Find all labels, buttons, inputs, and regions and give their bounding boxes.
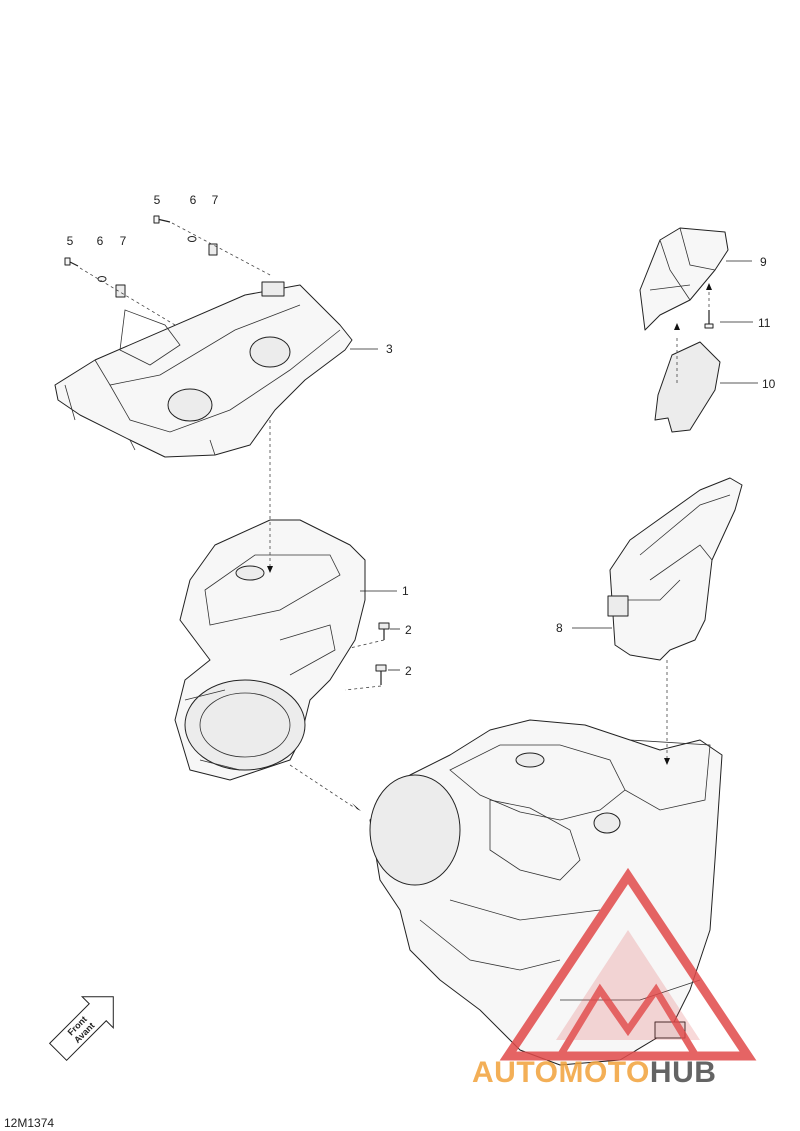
part-1-fan-housing (174, 519, 366, 781)
callout-10: 10 (762, 377, 776, 391)
screw-icon (153, 215, 171, 224)
watermark-logo-icon (499, 867, 757, 1061)
part-3-upper-cover (54, 281, 353, 458)
part-9-small-cover (639, 227, 729, 331)
callout-6-upper: 6 (190, 193, 197, 207)
screw-icon (64, 257, 79, 267)
hardware-group-upper (153, 215, 273, 277)
watermark: AUTOMOTOHUB (472, 867, 757, 1089)
callout-7-lower: 7 (120, 234, 127, 248)
callout-2-upper: 2 (405, 623, 412, 637)
engine-assembly (369, 719, 723, 1066)
hardware-group-lower (64, 257, 176, 326)
nut-icon (208, 243, 218, 256)
callout-2-lower: 2 (405, 664, 412, 678)
callout-9: 9 (760, 255, 767, 269)
bolt-icon (378, 622, 390, 640)
callout-8: 8 (556, 621, 563, 635)
callout-3: 3 (386, 342, 393, 356)
washer-icon (187, 236, 197, 242)
nut-icon (115, 284, 126, 298)
callout-7-upper: 7 (212, 193, 219, 207)
arrow-icon (48, 996, 114, 1062)
watermark-part1: AUTOMOTO (472, 1056, 650, 1089)
front-direction-arrow: Front Avant (48, 996, 114, 1062)
part-8-side-housing (607, 477, 743, 661)
bolt-icon (375, 664, 387, 685)
callout-5-lower: 5 (67, 234, 74, 248)
callout-11: 11 (758, 316, 771, 330)
part-10-foam-pad (654, 341, 721, 433)
watermark-part2: HUB (650, 1056, 717, 1089)
callout-5-upper: 5 (154, 193, 161, 207)
callout-1: 1 (402, 584, 409, 598)
part-11-screw (704, 310, 714, 329)
callout-6-lower: 6 (97, 234, 104, 248)
svg-text:AUTOMOTOHUB: AUTOMOTOHUB (472, 1056, 716, 1089)
diagram-code: 12M1374 (4, 1116, 54, 1130)
